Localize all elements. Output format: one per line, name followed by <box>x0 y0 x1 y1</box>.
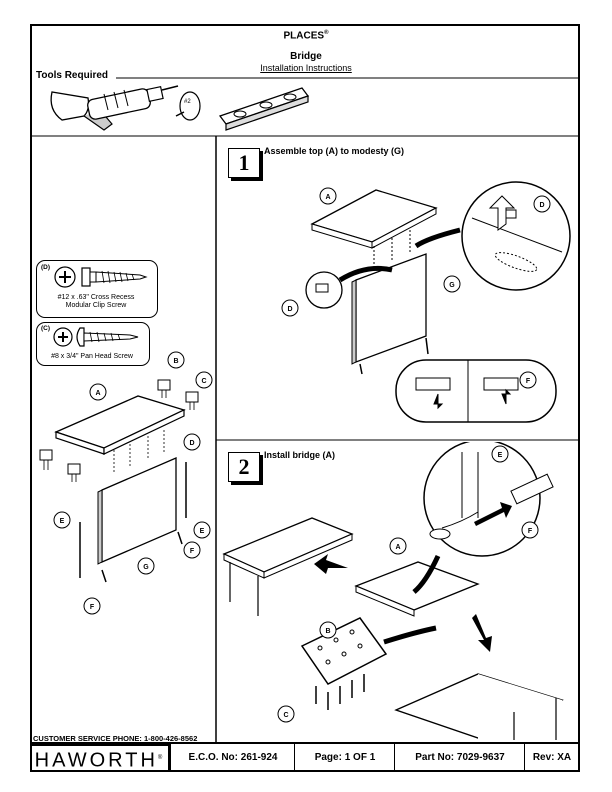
screw-d-tag: (D) <box>41 264 51 271</box>
svg-text:C: C <box>283 712 288 719</box>
svg-text:C: C <box>201 378 206 385</box>
svg-text:A: A <box>325 194 330 201</box>
document-type: Installation Instructions <box>260 63 352 73</box>
tools-required-label: Tools Required <box>36 70 109 81</box>
screw-c-callout <box>36 322 150 366</box>
brand-title: PLACES® <box>283 30 329 42</box>
svg-text:E: E <box>498 452 503 459</box>
svg-text:D: D <box>539 202 544 209</box>
step-1-diagram: A D G D F <box>281 181 571 423</box>
step-1-text: Assemble top (A) to modesty (G) <box>264 146 405 156</box>
footer-title-block: HAWORTH® E.C.O. No: 261-924 Page: 1 OF 1… <box>30 742 580 772</box>
svg-text:F: F <box>528 528 533 535</box>
page-frame <box>30 24 580 772</box>
step-2-text: Install bridge (A) <box>264 450 336 460</box>
svg-text:B: B <box>325 628 330 635</box>
eco-number: E.C.O. No: 261-924 <box>170 744 295 772</box>
screw-c-icon <box>53 327 139 347</box>
svg-text:B: B <box>173 358 178 365</box>
svg-text:A: A <box>95 390 100 397</box>
svg-text:E: E <box>200 528 205 535</box>
step-2-number: 2 <box>228 452 260 482</box>
bit-label: #2 <box>184 99 191 105</box>
drill-icon: #2 <box>50 85 201 131</box>
part-number: Part No: 7029-9637 <box>394 744 525 772</box>
svg-text:D: D <box>189 440 194 447</box>
svg-text:D: D <box>287 306 292 313</box>
step-1-number: 1 <box>228 148 260 178</box>
page-number: Page: 1 OF 1 <box>294 744 395 772</box>
svg-text:G: G <box>449 282 455 289</box>
svg-text:A: A <box>395 544 400 551</box>
svg-text:F: F <box>190 548 195 555</box>
svg-text:F: F <box>90 604 95 611</box>
screw-d-callout <box>36 260 158 318</box>
svg-text:E: E <box>60 518 65 525</box>
haworth-logo: HAWORTH® <box>30 744 170 772</box>
screw-c-desc: #8 x 3/4" Pan Head Screw <box>51 353 133 360</box>
product-title: Bridge <box>290 51 322 62</box>
screw-c-tag: (C) <box>41 325 51 332</box>
screw-d-icon <box>54 266 148 288</box>
revision: Rev: XA <box>524 744 579 772</box>
svg-text:G: G <box>143 564 149 571</box>
step-2-diagram: A E F B C <box>222 442 564 740</box>
level-icon <box>218 87 310 131</box>
svg-text:F: F <box>526 378 531 385</box>
exploded-assembly-diagram: A B C D E E F F G <box>39 351 213 615</box>
customer-service-phone: CUSTOMER SERVICE PHONE: 1-800-426-8562 <box>33 734 198 743</box>
